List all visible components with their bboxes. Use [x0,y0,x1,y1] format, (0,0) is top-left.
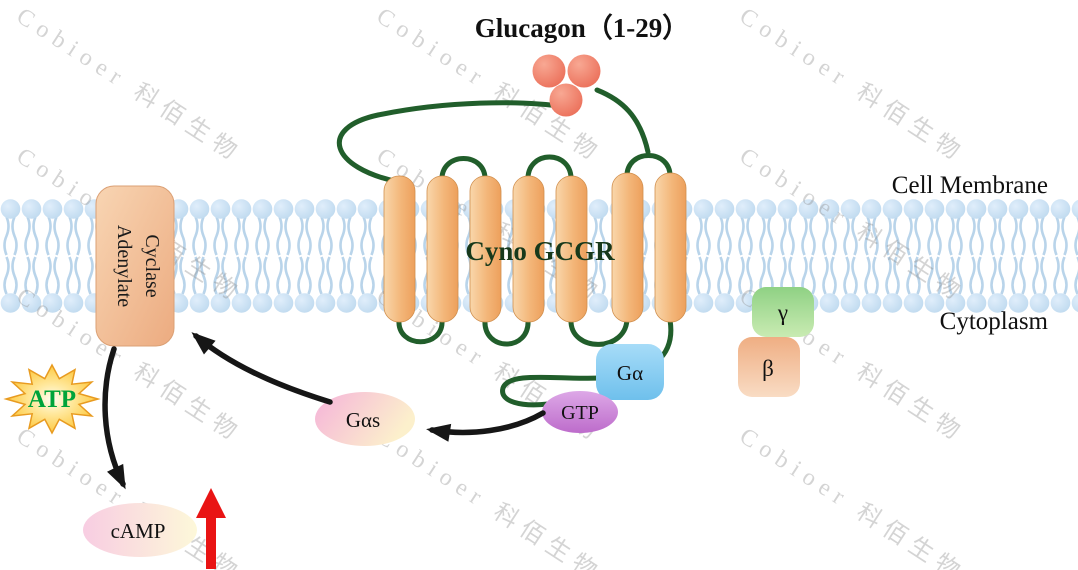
arrow-gtp-to-gas [426,410,546,442]
glucagon-molecule [532,54,566,88]
arrow-gas-to-adenylate-cyclase [191,332,333,405]
receptor-name: Cyno GCGR [465,236,615,266]
g-alpha-s-body [315,392,415,446]
adenylate-cyclase-label-line2: Cyclase [141,234,163,297]
glucagon-ligand [532,54,601,117]
gamma-subunit-label: γ [777,300,788,325]
signal-arrows [102,332,546,490]
extracellular-loop-1 [439,156,488,184]
atp-starburst-shape [3,363,101,435]
gtp-molecule: GTP [542,391,618,433]
beta-subunit-body [738,337,800,397]
g-alpha-s-label: Gαs [346,408,380,432]
helix-5 [555,175,588,323]
camp-label: cAMP [111,519,166,543]
helix-1 [383,175,416,323]
n-terminus-loop [336,100,569,185]
glucagon-molecule [549,83,583,117]
glucagon-molecule [567,54,601,88]
g-alpha-body [596,344,664,400]
watermark-text: Cobioer 科佰生物 [372,422,608,570]
diagram-title: Glucagon（1-29） [475,13,690,43]
adenylate-cyclase-body [95,185,175,347]
glucagon-binding-loop [594,87,651,155]
beta-subunit-label: β [762,356,774,381]
g-alpha-subunit: Gα [596,344,664,400]
watermark-text: Cobioer 科佰生物 [12,2,248,168]
beta-subunit: β [738,337,800,397]
intracellular-loop-3 [568,314,630,347]
cell-membrane-label: Cell Membrane [892,172,1048,199]
cytoplasm-label: Cytoplasm [940,308,1049,335]
gamma-subunit: γ [752,287,814,337]
watermark-text: Cobioer 科佰生物 [735,422,971,570]
atp-burst: ATP [3,363,101,435]
camp-molecule: cAMP [83,503,197,557]
helix-6 [611,172,644,323]
extracellular-loop-3 [624,153,673,181]
receptor-helices [383,172,687,323]
extracellular-loop-2 [525,154,574,184]
intracellular-loop-1 [396,317,445,345]
helix-2 [426,175,459,323]
helix-3 [469,175,502,323]
intracellular-loop-2 [482,317,531,347]
helix-4 [512,175,545,323]
atp-label: ATP [28,386,76,413]
helix-7 [654,172,687,323]
g-alpha-s-subunit: Gαs [315,392,415,446]
receptor-loops [336,87,674,408]
watermark-text: Cobioer 科佰生物 [735,2,971,168]
adenylate-cyclase: Adenylate Cyclase [95,185,175,347]
camp-increase-arrow [196,488,226,569]
camp-body [83,503,197,557]
adenylate-cyclase-label-line1: Adenylate [113,225,135,307]
gamma-subunit-body [752,287,814,337]
arrow-atp-to-camp [102,346,126,490]
g-alpha-label: Gα [617,361,643,385]
gtp-body [542,391,618,433]
gtp-label: GTP [561,402,599,424]
